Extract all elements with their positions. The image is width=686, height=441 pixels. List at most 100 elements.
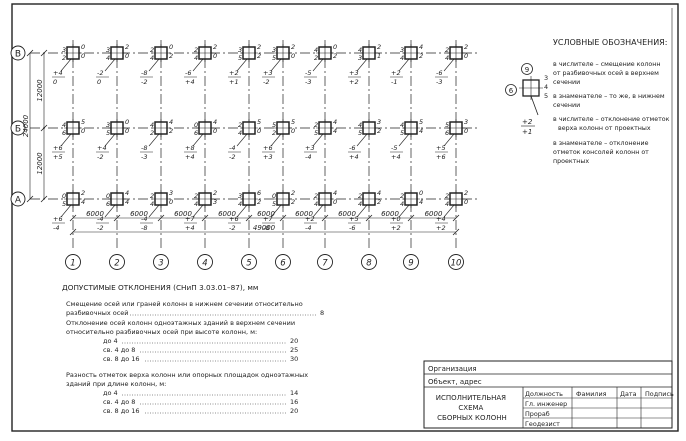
tol-value-10: 14 <box>290 389 298 397</box>
offset-right-bottom: 0 <box>81 127 85 135</box>
deviation-top-level: -4 <box>229 144 235 152</box>
stamp-role-chief-engineer: Гл. инженер <box>525 400 567 408</box>
legend-item-1: в числителе – смещение колонн от разбиво… <box>553 61 662 86</box>
deviation-top-level: +6 <box>229 215 239 223</box>
dim-tick <box>69 228 77 236</box>
offset-right-top: 3 <box>377 118 381 126</box>
offset-right-top: 4 <box>213 118 217 126</box>
offset-left-bottom: 4 <box>445 54 449 62</box>
deviation-leader <box>270 58 282 72</box>
offset-left-top: 2 <box>194 46 198 54</box>
offset-right-bottom: 2 <box>377 198 381 206</box>
deviation-leader <box>236 58 248 72</box>
deviation-leader <box>192 204 204 218</box>
offset-left-bottom: 4 <box>400 200 404 208</box>
deviation-leader <box>356 204 368 218</box>
deviation-top-level: -4 <box>97 215 103 223</box>
legend-axis-row-label: 6 <box>509 87 514 95</box>
deviation-top-level: +2 <box>391 69 401 77</box>
offset-left-top: 4 <box>150 121 154 129</box>
dim-tick <box>407 214 415 222</box>
offset-left-bottom: 5 <box>272 54 276 62</box>
deviation-console-level: 0 <box>97 78 101 86</box>
offset-left-top: 3 <box>400 46 404 54</box>
offset-left-bottom: 5 <box>358 129 362 137</box>
deviation-leader <box>192 133 204 147</box>
offset-right-bottom: 2 <box>419 52 423 60</box>
offset-right-bottom: 0 <box>291 52 295 60</box>
dim-span-label: 6000 <box>218 210 236 218</box>
legend-item-3: в числителе – отклонение отметок верха к… <box>553 116 671 132</box>
row-axis-label: А <box>15 196 22 206</box>
deviation-console-level: -3 <box>436 78 442 86</box>
dim-total-length: 49000 <box>253 224 276 232</box>
offset-left-bottom: 5 <box>272 200 276 208</box>
tol-value-7: 30 <box>290 355 298 363</box>
deviation-leader <box>148 133 160 147</box>
offset-right-bottom: 4 <box>419 127 423 135</box>
dim-total-height: 24000 <box>22 114 30 137</box>
offset-right-bottom: 0 <box>464 52 468 60</box>
offset-left-top: 3 <box>272 46 276 54</box>
offset-left-bottom: 2 <box>150 129 154 137</box>
deviation-top-level: +3 <box>305 144 315 152</box>
deviation-top-level: -5 <box>391 144 397 152</box>
offset-left-top: 4 <box>62 121 66 129</box>
offset-left-top: 2 <box>238 121 242 129</box>
deviation-console-level: 0 <box>53 78 57 86</box>
deviation-console-level: +2 <box>436 224 446 232</box>
offset-right-bottom: 0 <box>169 198 173 206</box>
stamp-role-surveyor: Геодезист <box>525 420 560 428</box>
dim-tick <box>26 49 34 57</box>
offset-right-bottom: 0 <box>125 52 129 60</box>
offset-left-bottom: 2 <box>62 54 66 62</box>
dim-row-span-label: 12000 <box>36 152 44 175</box>
legend-axis-bubble-col <box>521 63 533 75</box>
offset-left-bottom: 5 <box>400 129 404 137</box>
offset-left-top: 4 <box>358 121 362 129</box>
deviation-top-level: -8 <box>141 69 147 77</box>
offset-left-top: 2 <box>150 46 154 54</box>
deviation-leader <box>192 58 204 72</box>
offset-right-bottom: 0 <box>213 52 217 60</box>
offset-left-top: 3 <box>62 46 66 54</box>
legend-axis-col-label: 9 <box>525 66 529 74</box>
legend-sample-top: 3 <box>544 74 548 82</box>
deviation-console-level: +5 <box>53 153 63 161</box>
offset-left-bottom: 4 <box>358 200 362 208</box>
column-axis-label: 8 <box>366 259 372 269</box>
tol-line-8: Разность отметок верха колонн или опорны… <box>66 371 308 379</box>
column-axis-label: 9 <box>408 259 413 269</box>
offset-right-bottom: 0 <box>464 127 468 135</box>
deviation-top-level: +6 <box>53 144 63 152</box>
deviation-leader <box>443 58 455 72</box>
legend-sample-dev-num: +2 <box>522 118 533 126</box>
offset-left-bottom: 6 <box>445 129 449 137</box>
deviation-leader <box>60 204 72 218</box>
dim-tick <box>279 214 287 222</box>
dim-tick <box>452 228 460 236</box>
offset-right-top: 2 <box>464 43 468 51</box>
offset-right-bottom: 0 <box>333 198 337 206</box>
deviation-console-level: +4 <box>185 153 195 161</box>
offset-right-top: 0 <box>125 118 129 126</box>
stamp-header-sign: Подпись <box>645 390 674 398</box>
offset-left-top: 5 <box>272 121 276 129</box>
stamp-header-position: Должность <box>525 390 563 398</box>
row-axis-bubble <box>10 120 26 136</box>
offset-right-top: 2 <box>464 189 468 197</box>
tol-line-11: св. 4 до 8 <box>103 398 135 406</box>
offset-left-top: 2 <box>358 192 362 200</box>
offset-left-top: 4 <box>358 46 362 54</box>
